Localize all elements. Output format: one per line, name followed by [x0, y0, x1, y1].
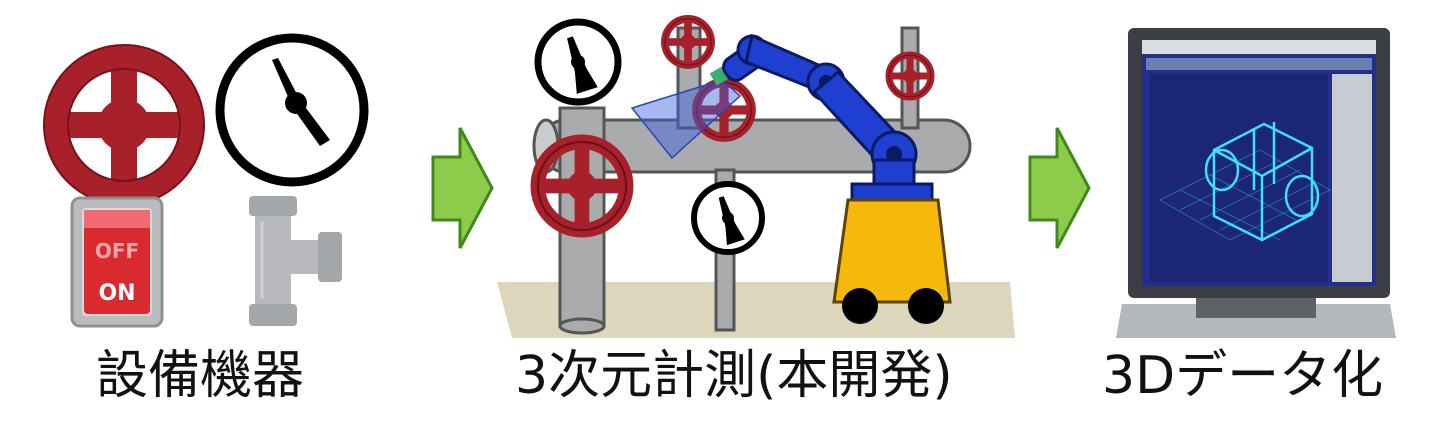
measurement-scene	[497, 19, 1015, 338]
equipment-group: OFF ON	[43, 33, 369, 328]
valve-handwheel-icon	[538, 142, 626, 230]
valve-handwheel-icon	[43, 44, 205, 206]
switch-off-label: OFF	[95, 239, 139, 263]
arrow-right-icon	[431, 127, 494, 249]
valve-handwheel-icon	[665, 19, 711, 65]
pressure-gauge-icon	[215, 33, 369, 187]
pipe-tee-icon	[249, 196, 342, 326]
toggle-switch-icon: OFF ON	[70, 196, 164, 328]
arrow-right-icon	[1028, 127, 1091, 249]
pressure-gauge-icon	[538, 22, 618, 102]
valve-handwheel-icon	[889, 55, 931, 97]
step-label-3d-measurement: 3次元計測(本開発)	[515, 346, 953, 406]
switch-on-label: ON	[98, 281, 135, 306]
pressure-gauge-icon	[694, 184, 762, 252]
step-label-3d-data: 3Dデータ化	[1102, 346, 1384, 406]
step-label-equipment: 設備機器	[96, 346, 305, 406]
scan-beam	[630, 79, 742, 160]
scanner-cart-icon	[832, 198, 952, 324]
robot-arm-icon	[722, 33, 934, 202]
cad-monitor-icon	[1116, 28, 1396, 338]
